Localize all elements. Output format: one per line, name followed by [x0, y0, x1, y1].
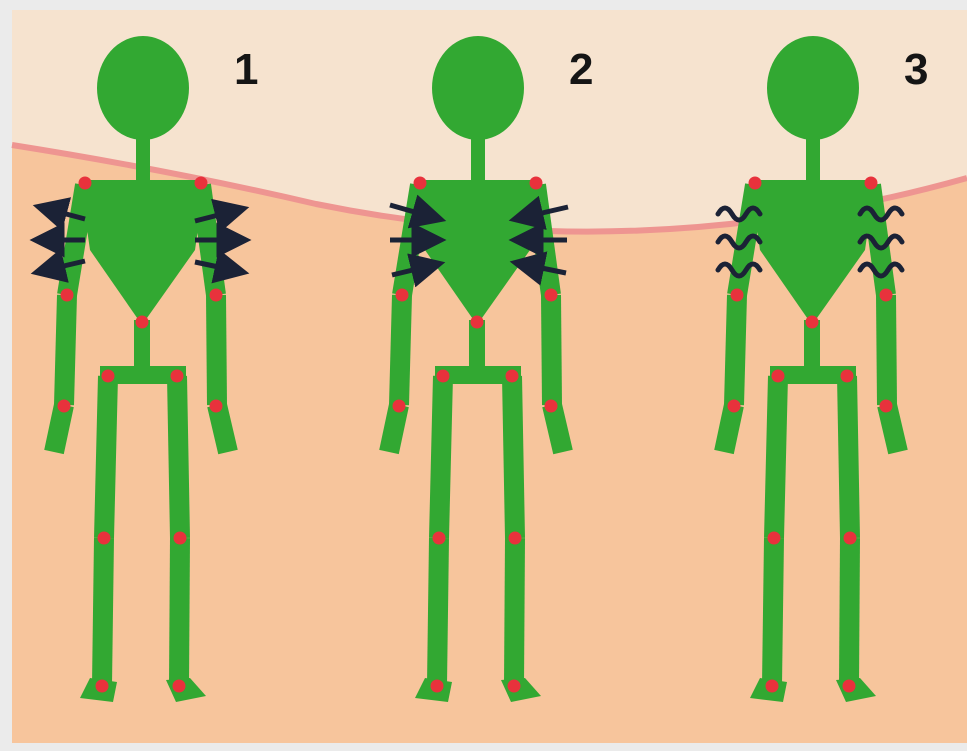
joint-waist — [806, 316, 819, 329]
figure-number-2: 2 — [569, 48, 593, 92]
joint-right-wrist — [880, 400, 893, 413]
joint-left-ankle — [766, 680, 779, 693]
left-shin — [437, 538, 439, 685]
right-hand — [552, 405, 563, 452]
joint-left-hip — [437, 370, 450, 383]
left-shin — [102, 538, 104, 685]
joint-right-hip — [506, 370, 519, 383]
head — [432, 36, 524, 140]
figure-number-3: 3 — [904, 48, 928, 92]
joint-left-knee — [98, 532, 111, 545]
joint-right-elbow — [210, 289, 223, 302]
right-thigh — [847, 376, 850, 538]
joint-left-wrist — [58, 400, 71, 413]
joint-right-ankle — [508, 680, 521, 693]
joint-right-shoulder — [865, 177, 878, 190]
joint-waist — [136, 316, 149, 329]
right-forearm — [886, 295, 887, 405]
right-forearm — [216, 295, 217, 405]
joint-left-hip — [102, 370, 115, 383]
joint-right-knee — [174, 532, 187, 545]
left-thigh — [439, 376, 443, 538]
joint-right-knee — [844, 532, 857, 545]
joint-left-shoulder — [79, 177, 92, 190]
joint-left-ankle — [431, 680, 444, 693]
joint-right-shoulder — [530, 177, 543, 190]
joint-right-shoulder — [195, 177, 208, 190]
joint-right-ankle — [843, 680, 856, 693]
joint-left-shoulder — [749, 177, 762, 190]
left-forearm — [399, 295, 402, 405]
head — [767, 36, 859, 140]
joint-left-wrist — [728, 400, 741, 413]
joint-left-knee — [768, 532, 781, 545]
right-shin — [179, 538, 180, 685]
right-hand — [217, 405, 228, 452]
joint-right-ankle — [173, 680, 186, 693]
joint-right-hip — [171, 370, 184, 383]
right-shin — [849, 538, 850, 685]
joint-right-hip — [841, 370, 854, 383]
joint-left-wrist — [393, 400, 406, 413]
joint-left-elbow — [731, 289, 744, 302]
left-forearm — [64, 295, 67, 405]
joint-left-shoulder — [414, 177, 427, 190]
figure-number-1: 1 — [234, 48, 258, 92]
joint-left-ankle — [96, 680, 109, 693]
joint-left-elbow — [61, 289, 74, 302]
joint-right-knee — [509, 532, 522, 545]
joint-right-elbow — [545, 289, 558, 302]
right-hand — [887, 405, 898, 452]
joint-left-elbow — [396, 289, 409, 302]
left-forearm — [734, 295, 737, 405]
left-thigh — [774, 376, 778, 538]
right-thigh — [177, 376, 180, 538]
head — [97, 36, 189, 140]
right-thigh — [512, 376, 515, 538]
left-thigh — [104, 376, 108, 538]
joint-right-wrist — [210, 400, 223, 413]
joint-left-knee — [433, 532, 446, 545]
left-shin — [772, 538, 774, 685]
right-forearm — [551, 295, 552, 405]
joint-waist — [471, 316, 484, 329]
joint-right-elbow — [880, 289, 893, 302]
joint-right-wrist — [545, 400, 558, 413]
joint-left-hip — [772, 370, 785, 383]
right-shin — [514, 538, 515, 685]
